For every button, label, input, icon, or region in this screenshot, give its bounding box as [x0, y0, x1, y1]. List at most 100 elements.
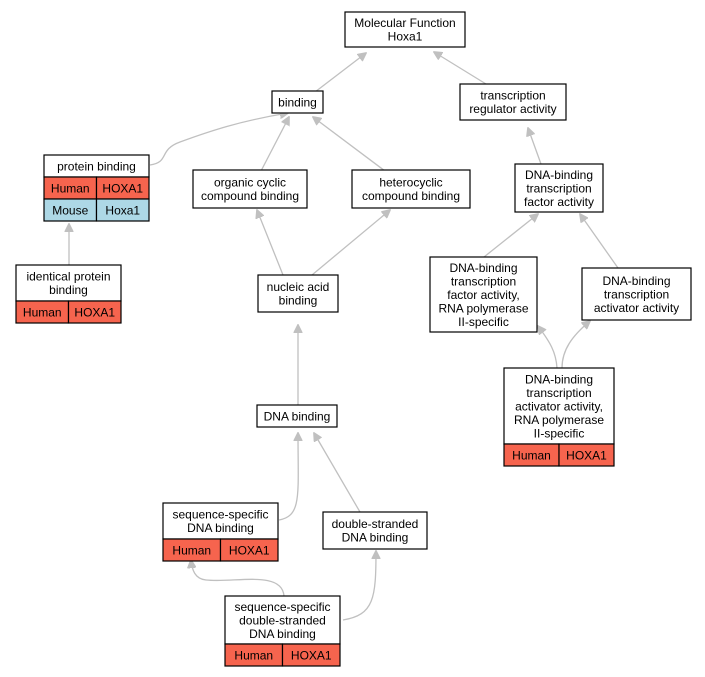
node-transcription-regulator-label-line: regulator activity [469, 102, 556, 116]
node-dna-binding-tf-activator-rnap2-box [503, 367, 615, 445]
edge-nucleic-acid-to-heterocyclic [311, 210, 390, 276]
gene-label: Hoxa1 [105, 203, 140, 217]
edge-nucleic-acid-to-organic-cyclic [257, 210, 284, 276]
gene-cell [219, 538, 279, 562]
edge-seq-specific-ds-to-seq-specific [191, 560, 285, 597]
node-identical-protein-label-line: identical protein [26, 270, 110, 284]
node-dna-binding-tf-label-line: transcription [526, 181, 591, 195]
node-organic-cyclic-label-line: organic cyclic [214, 176, 286, 190]
gene-cell [67, 300, 122, 324]
node-dna-binding-tf-rnap2-label-line: DNA-binding [449, 261, 517, 275]
node-dna-binding-tf-rnap2-label-line: transcription [451, 274, 516, 288]
edge-transcription-regulator-to-molecular-function [434, 52, 487, 85]
edge-double-stranded-to-dna-binding [314, 433, 361, 513]
annotation-row-mouse[interactable]: Mouse Hoxa1 [43, 198, 150, 222]
node-dna-binding-tf-label-line: factor activity [524, 195, 594, 209]
node-dna-binding-tf-rnap2-label-line: II-specific [458, 315, 509, 329]
edge-tf-rnap2-to-dna-binding-tf [483, 214, 538, 258]
node-seq-specific-ds-label-line: double-stranded [239, 613, 326, 627]
node-binding-box [271, 90, 324, 114]
edge-dna-binding-tf-to-transcription-regulator [528, 128, 542, 165]
node-dna-binding-tf-activator-rnap2-label-line: activator activity, [515, 399, 603, 413]
edges [69, 52, 619, 621]
node-dna-binding-tf-rnap2-label-line: RNA polymerase [438, 301, 528, 315]
node-dna-binding-tf-box [514, 163, 604, 213]
node-molecular-function-label-line: Hoxa1 [388, 30, 423, 44]
node-binding[interactable]: binding [271, 90, 324, 114]
node-dna-binding-tf-activator-label-line: transcription [604, 287, 669, 301]
node-dna-binding[interactable]: DNA binding [256, 404, 338, 428]
edge-activator-rnap2-to-tf-rnap2 [538, 326, 558, 369]
node-seq-specific-label-line: sequence-specific [172, 508, 268, 522]
node-molecular-function-box [344, 11, 466, 48]
node-dna-binding-box [256, 404, 338, 428]
species-label: Human [234, 648, 273, 662]
node-dna-binding-tf-activator-box [581, 267, 692, 321]
edge-seq-specific-ds-to-double-stranded [342, 551, 376, 621]
node-dna-binding-tf-rnap2-label-line: factor activity, [447, 288, 519, 302]
node-double-stranded-label-line: DNA binding [342, 531, 409, 545]
node-dna-binding-tf-activator-rnap2-label-line: RNA polymerase [514, 413, 604, 427]
gene-label: HOXA1 [291, 648, 332, 662]
node-dna-binding-label-line: DNA binding [264, 409, 331, 423]
node-seq-specific-ds-label-line: DNA binding [249, 627, 316, 641]
edge-protein-binding-to-binding [149, 113, 288, 166]
species-label: Human [23, 305, 62, 319]
edge-seq-specific-to-dna-binding [278, 433, 298, 521]
node-identical-protein-label-line: binding [49, 283, 88, 297]
gene-label: HOXA1 [229, 543, 270, 557]
node-nucleic-acid-label-line: binding [279, 294, 318, 308]
node-heterocyclic-box [351, 169, 471, 209]
node-double-stranded-box [322, 511, 428, 550]
node-binding-label-line: binding [278, 95, 317, 109]
annotation-row-human[interactable]: Human HOXA1 [43, 176, 150, 200]
gene-cell [95, 198, 150, 222]
species-label: Mouse [52, 203, 88, 217]
annotation-row-human[interactable]: Human HOXA1 [15, 300, 122, 324]
node-seq-specific-box [162, 502, 279, 540]
node-dna-binding-tf-activator-rnap2-label-line: transcription [526, 386, 591, 400]
gene-cell [558, 443, 615, 467]
gene-label: HOXA1 [102, 181, 143, 195]
gene-label: HOXA1 [74, 305, 115, 319]
annotation-row-human[interactable]: Human HOXA1 [224, 643, 341, 667]
node-organic-cyclic-label-line: compound binding [201, 189, 299, 203]
node-transcription-regulator-label-line: transcription [480, 89, 545, 103]
node-dna-binding-tf-label-line: DNA-binding [525, 168, 593, 182]
node-heterocyclic-label-line: compound binding [362, 189, 460, 203]
edge-binding-to-molecular-function [314, 53, 366, 93]
gene-label: HOXA1 [566, 448, 607, 462]
species-label: Human [51, 181, 90, 195]
node-protein-binding-label-line: protein binding [57, 159, 136, 173]
species-label: Human [172, 543, 211, 557]
annotation-row-human[interactable]: Human HOXA1 [162, 538, 279, 562]
node-dna-binding-tf-activator-rnap2-label-line: II-specific [534, 426, 585, 440]
edge-heterocyclic-to-binding [313, 117, 386, 172]
node-seq-specific-label-line: DNA binding [187, 521, 254, 535]
edge-activator-rnap2-to-tf-activator [561, 321, 590, 369]
node-nucleic-acid-box [257, 274, 339, 313]
node-nucleic-acid-label-line: nucleic acid [267, 280, 330, 294]
node-dna-binding-tf-activator-label-line: DNA-binding [602, 274, 670, 288]
gene-cell [281, 643, 341, 667]
node-organic-cyclic-box [192, 169, 308, 209]
node-double-stranded-label-line: double-stranded [332, 517, 419, 531]
node-identical-protein-box [15, 264, 122, 302]
node-dna-binding-tf-activator-label-line: activator activity [594, 301, 679, 315]
